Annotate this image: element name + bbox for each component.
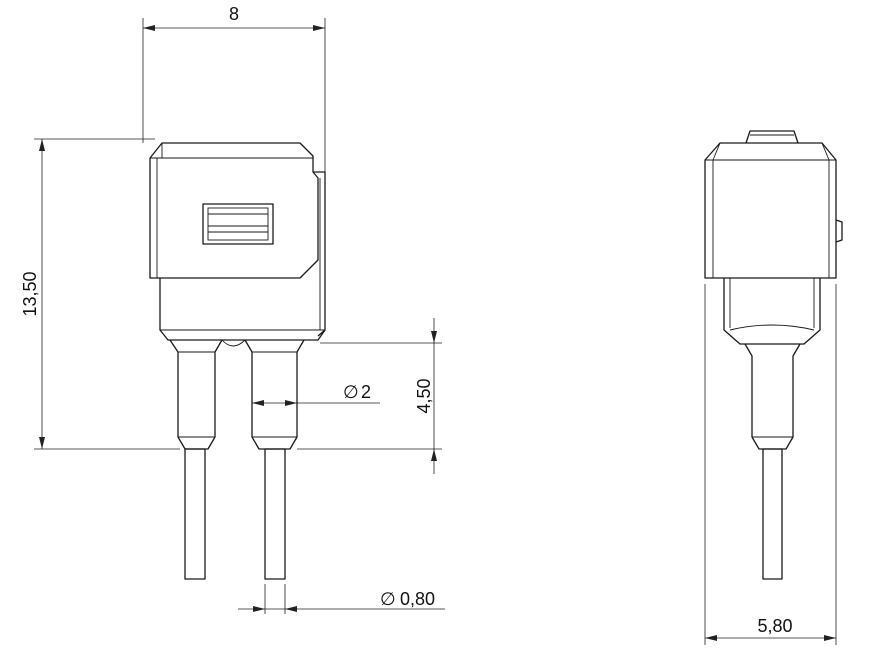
dim-lead-length: 4,50 bbox=[297, 318, 442, 474]
dim-width-front: 8 bbox=[142, 4, 326, 172]
side-base bbox=[723, 278, 821, 345]
side-chamfer-right bbox=[821, 142, 830, 161]
dim-lead-diameter-symbol: ∅ bbox=[343, 382, 359, 402]
dim-height-total-label: 13,50 bbox=[20, 271, 40, 316]
front-body bbox=[149, 142, 319, 279]
dim-width-side-label: 5,80 bbox=[757, 616, 792, 636]
dim-pin-diameter: ∅ 0,80 bbox=[238, 584, 445, 614]
side-base-curve bbox=[729, 324, 815, 331]
right-pin bbox=[264, 448, 286, 580]
side-top-boss bbox=[745, 130, 799, 144]
side-view bbox=[704, 130, 843, 580]
switch-window-inner bbox=[207, 207, 269, 241]
front-side-tab bbox=[313, 171, 326, 337]
dim-height-total: 13,50 bbox=[20, 138, 180, 450]
switch-window bbox=[202, 203, 274, 245]
side-chamfer-left bbox=[712, 142, 721, 161]
left-lead-sleeve bbox=[169, 339, 223, 450]
front-base bbox=[159, 278, 326, 341]
side-body bbox=[704, 142, 837, 279]
dim-pin-diameter-symbol: ∅ bbox=[380, 589, 396, 609]
lead-gap-arc bbox=[221, 339, 246, 347]
left-pin bbox=[184, 448, 206, 580]
side-pin bbox=[762, 448, 783, 580]
side-lead-sleeve bbox=[744, 343, 801, 450]
dim-lead-length-label: 4,50 bbox=[414, 378, 434, 413]
right-lead-sleeve bbox=[244, 339, 305, 450]
dim-width-front-label: 8 bbox=[229, 4, 239, 24]
side-nub bbox=[835, 219, 843, 243]
dim-lead-diameter: ∅ 2 bbox=[252, 382, 380, 406]
dim-pin-diameter-label: 0,80 bbox=[400, 589, 435, 609]
dim-width-side: 5,80 bbox=[704, 284, 837, 645]
dim-lead-diameter-label: 2 bbox=[361, 382, 371, 402]
front-view bbox=[149, 142, 326, 580]
